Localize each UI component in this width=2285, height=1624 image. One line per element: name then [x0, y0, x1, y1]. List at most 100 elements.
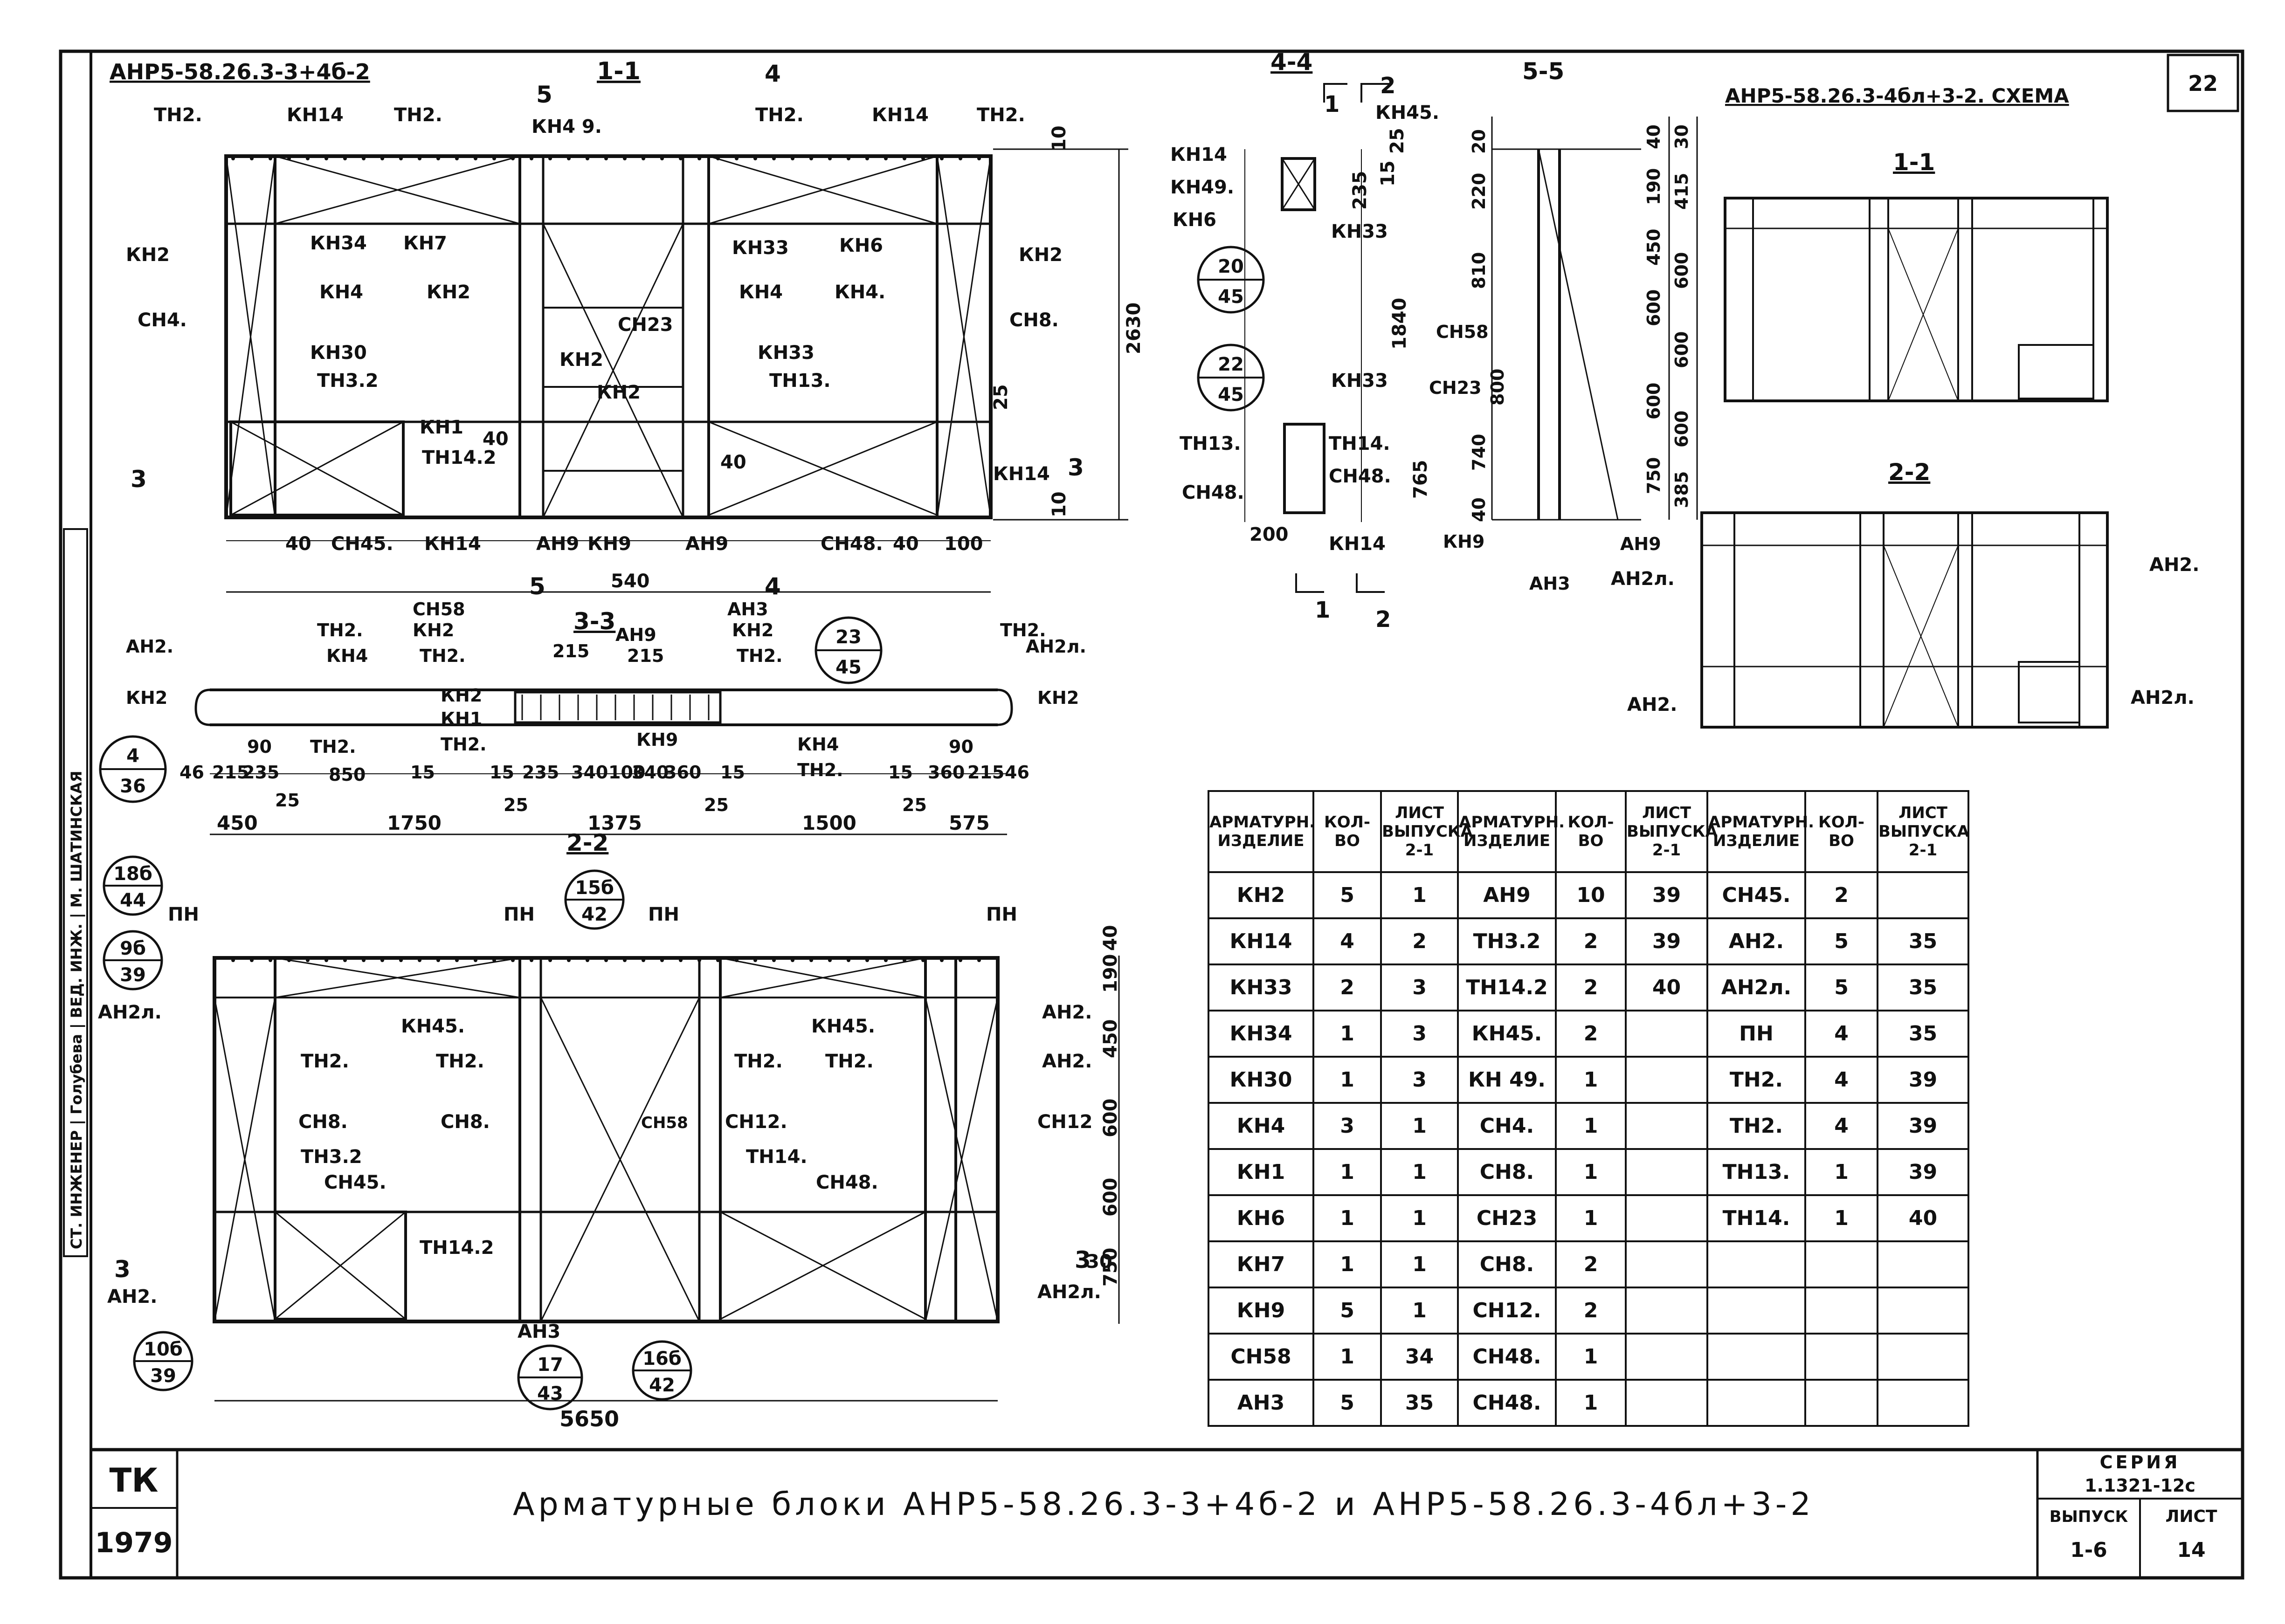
table-cell: 4 — [1804, 1056, 1878, 1104]
label-kn14-f: КН14 — [1329, 533, 1386, 555]
dim-25-b: 25 — [1387, 128, 1408, 154]
cut-2-top: 2 — [1380, 73, 1395, 99]
header-line: АРМАТУРН. — [1459, 813, 1565, 832]
label-tn2-m: ТН2. — [436, 1051, 484, 1072]
dim-2630: 2630 — [1123, 303, 1145, 354]
callout-bottom: 44 — [120, 890, 146, 911]
label-kn2-i: КН2 — [732, 620, 773, 640]
label-an9-c: АН9 — [1620, 534, 1661, 554]
dim-100-b: 100 — [608, 762, 645, 783]
label-sn8-b: СН8. — [298, 1111, 348, 1133]
view-5-5 — [1491, 117, 1698, 521]
label-an2-s2: АН2. — [1627, 694, 1677, 716]
signature-block: СТ. ИНЖЕНЕР | Голубева | ВЕД. ИНЖ. | М. … — [68, 771, 86, 1249]
label-kn2-g: КН2 — [126, 688, 167, 708]
label-an2-d: АН2. — [107, 1286, 157, 1307]
table-cell: 4 — [1804, 1102, 1878, 1150]
scheme-label: АНР5-58.26.3-4бл+3-2. СХЕМА — [1725, 84, 2069, 107]
dim-15-b: 15 — [410, 762, 435, 783]
dim-215-d: 215 — [967, 762, 1004, 783]
table-cell: 2 — [1380, 917, 1459, 965]
dim-40-c: 40 — [483, 428, 509, 450]
table-cell: 2 — [1555, 917, 1627, 965]
label-pn-d: ПН — [986, 904, 1017, 925]
label-an3-c: АН3 — [518, 1321, 560, 1342]
label-an2l-b: АН2л. — [98, 1002, 162, 1023]
dim-360-a: 360 — [664, 762, 701, 783]
label-kn49b: КН49. — [1170, 177, 1234, 198]
table-cell: 1 — [1555, 1194, 1627, 1242]
label-kn45-a: КН45. — [1375, 102, 1439, 124]
dim-450: 450 — [1643, 229, 1664, 266]
table-cell — [1877, 1333, 1969, 1381]
issue-value: 1-6 — [2070, 1538, 2107, 1562]
dim-190-b: 190 — [1100, 954, 1121, 993]
label-sn48-a: СН48. — [821, 533, 883, 555]
table-cell: 10 — [1555, 871, 1627, 919]
table-cell: 1 — [1312, 1240, 1382, 1288]
table-cell: 39 — [1877, 1102, 1969, 1150]
label-tn2-f: ТН2. — [420, 646, 466, 666]
table-cell: 35 — [1877, 963, 1969, 1012]
dim-235-a: 235 — [1349, 171, 1371, 210]
label-sn48-c: СН48. — [1182, 482, 1244, 503]
table-cell: 1 — [1380, 1287, 1459, 1335]
header-line: ИЗДЕЛИЕ — [1463, 832, 1551, 850]
label-tn2-b: ТН2. — [394, 104, 442, 126]
label-tn142-a: ТН14.2 — [422, 447, 496, 468]
sheet-title: Арматурные блоки АНР5-58.26.3-3+4б-2 и А… — [513, 1486, 1815, 1523]
top-label: АНР5-58.26.3-3+4б-2 — [110, 59, 370, 84]
dim-40-g: 40 — [1100, 925, 1121, 951]
label-kn9-b: КН9 — [1443, 531, 1484, 552]
label-kn14-c: КН14 — [993, 463, 1050, 485]
table-cell: 39 — [1877, 1148, 1969, 1196]
dim-10-b: 10 — [1049, 491, 1070, 517]
label-kn2-c: КН2 — [1019, 244, 1063, 266]
dim-600-d: 600 — [1671, 331, 1692, 368]
table-cell: 1 — [1312, 1194, 1382, 1242]
dim-10-a: 10 — [1049, 125, 1070, 151]
label-an2-s1: АН2. — [2149, 554, 2199, 576]
table-cell: 2 — [1555, 1010, 1627, 1058]
table-cell: 35 — [1380, 1379, 1459, 1427]
callout-bottom: 45 — [1218, 384, 1244, 406]
section-2-2-title: 2-2 — [566, 829, 608, 856]
callout-bottom: 43 — [537, 1383, 563, 1404]
header-line: 2-1 — [1405, 841, 1434, 860]
table-cell — [1877, 871, 1969, 919]
section-4-4-title: 4-4 — [1270, 48, 1312, 76]
table-cell: ТН2. — [1706, 1102, 1806, 1150]
label-an2-a: АН2. — [126, 636, 173, 657]
label-kn9-c: КН9 — [636, 729, 678, 750]
dim-5650: 5650 — [559, 1406, 619, 1431]
label-an3-b: АН3 — [727, 599, 768, 619]
label-sn45-b: СН45. — [324, 1172, 387, 1193]
header-line: ЛИСТ — [1395, 804, 1444, 822]
label-sn8-a: СН8. — [1009, 310, 1059, 331]
table-cell: ТН14.2 — [1457, 963, 1557, 1012]
callout-bubble: 15б 42 — [564, 869, 625, 930]
table-cell — [1804, 1240, 1878, 1288]
table-cell: 1 — [1555, 1102, 1627, 1150]
label-kn4-e: КН4 — [797, 734, 839, 755]
dim-450-c: 450 — [1100, 1019, 1121, 1059]
label-kn33-a: КН33 — [732, 237, 789, 259]
label-kn2-h: КН2 — [441, 685, 482, 706]
table-cell: 2 — [1804, 871, 1878, 919]
label-kn34: КН34 — [310, 233, 367, 254]
dim-600-a: 600 — [1643, 289, 1664, 326]
header-line: КОЛ-ВО — [1818, 813, 1865, 850]
table-cell: 3 — [1312, 1102, 1382, 1150]
label-pn-b: ПН — [504, 904, 535, 925]
header-line: ВЫПУСКА — [1878, 822, 1969, 841]
label-tn14-a: ТН14. — [1329, 433, 1390, 454]
table-cell: 1 — [1380, 1194, 1459, 1242]
dim-740: 740 — [1469, 434, 1489, 471]
view-2-2 — [213, 956, 1120, 1402]
cut-4-top: 4 — [765, 60, 781, 87]
scheme-view-1-1 — [1724, 197, 2109, 402]
callout-bubble: 18б 44 — [103, 855, 163, 916]
